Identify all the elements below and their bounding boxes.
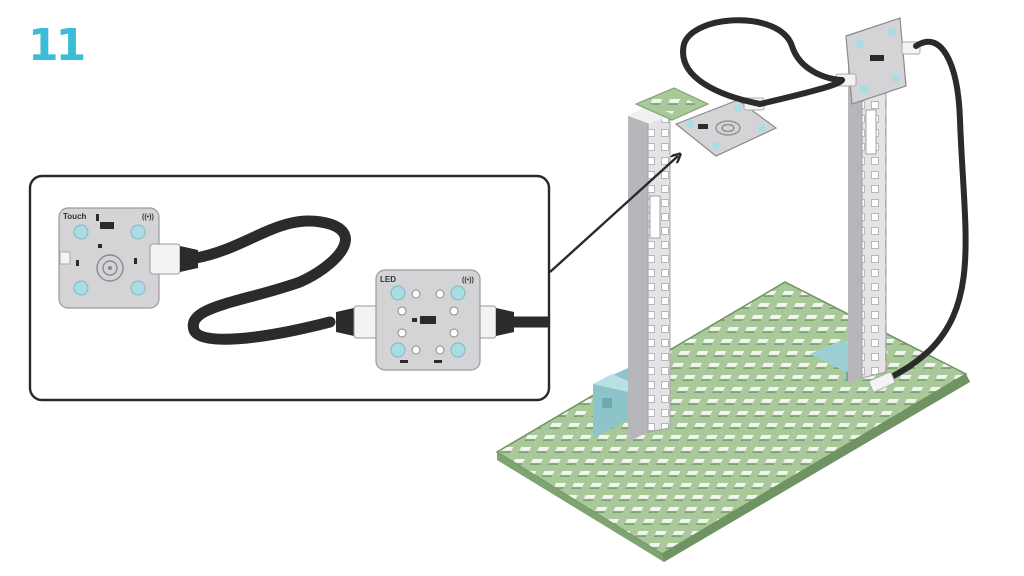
led-module-label: LED xyxy=(380,275,396,284)
touch-module-label: Touch xyxy=(63,212,87,221)
callout-box: Touch ((•)) xyxy=(28,174,551,402)
touch-signal-glyph: ((•)) xyxy=(142,214,154,221)
led-module-mounted xyxy=(835,17,921,105)
right-pillar xyxy=(810,49,887,384)
plug-touch xyxy=(149,243,198,275)
led-module-icon: LED ((•)) xyxy=(375,269,481,371)
led-signal-glyph: ((•)) xyxy=(462,277,474,284)
base-plate-icon xyxy=(495,281,970,562)
cable-icon xyxy=(680,17,969,393)
touch-module-icon: Touch ((•)) xyxy=(58,207,160,309)
step-number: 11 xyxy=(28,20,86,71)
left-pillar xyxy=(593,87,710,442)
arrow-icon xyxy=(549,156,678,273)
